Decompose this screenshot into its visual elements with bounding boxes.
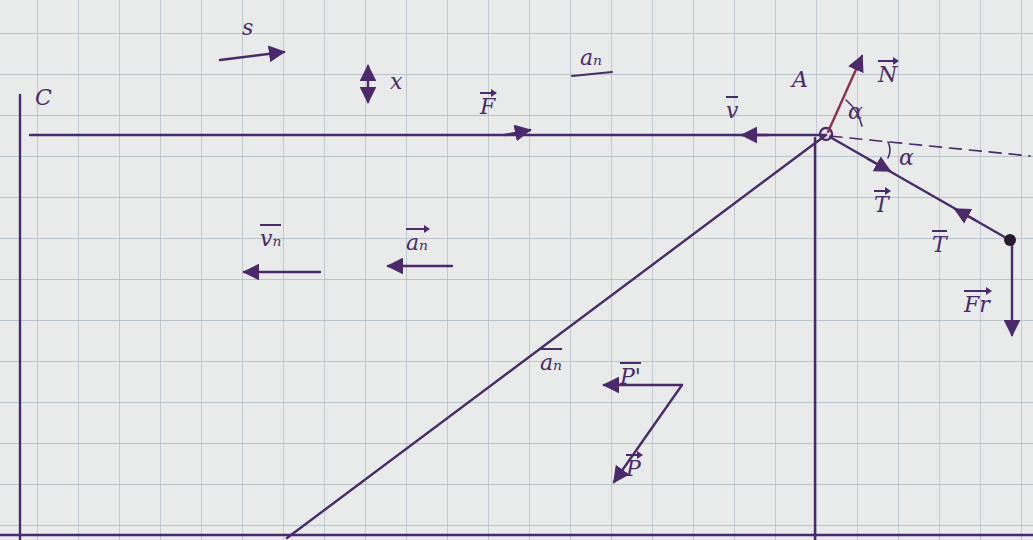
wall-right (814, 138, 816, 540)
symbol-label: F (478, 90, 497, 119)
symbol-label: C (33, 86, 54, 110)
velocity-arrow (244, 271, 320, 273)
force-arrow (505, 130, 530, 135)
symbol-label: T (872, 188, 891, 217)
symbol-label: P (624, 452, 643, 481)
symbol-label: s (240, 16, 255, 40)
symbol-label: α (897, 146, 916, 170)
symbol-label: P' (618, 360, 643, 389)
symbol-label: aₙ (578, 46, 604, 70)
wall-left (19, 95, 21, 540)
symbol-label: α (846, 100, 865, 124)
tension-arrow (868, 159, 890, 171)
tension-arrow (955, 209, 975, 220)
symbol-label: vₙ (258, 222, 283, 251)
velocity-arrow (742, 134, 768, 136)
symbol-label: Fr (962, 288, 992, 317)
angle-arc (888, 142, 890, 158)
floor (0, 534, 1033, 536)
underline (572, 72, 612, 76)
weight-arrow (614, 385, 682, 482)
symbol-label: A (790, 68, 810, 92)
symbol-label: v (724, 94, 740, 123)
component-arrow (604, 384, 682, 386)
direction-arrow (220, 52, 284, 60)
symbol-label: T (930, 228, 949, 257)
symbol-label: aₙ (538, 346, 564, 375)
dimension-arrow (367, 66, 369, 102)
acceleration-arrow (388, 265, 452, 267)
symbol-label: x (388, 70, 404, 94)
table-top (30, 134, 826, 136)
incline (287, 135, 826, 538)
rope (830, 137, 1008, 239)
weight-arrow (1011, 244, 1013, 335)
bead (1004, 234, 1016, 246)
symbol-label: N (876, 58, 899, 87)
symbol-label: aₙ (404, 226, 430, 255)
